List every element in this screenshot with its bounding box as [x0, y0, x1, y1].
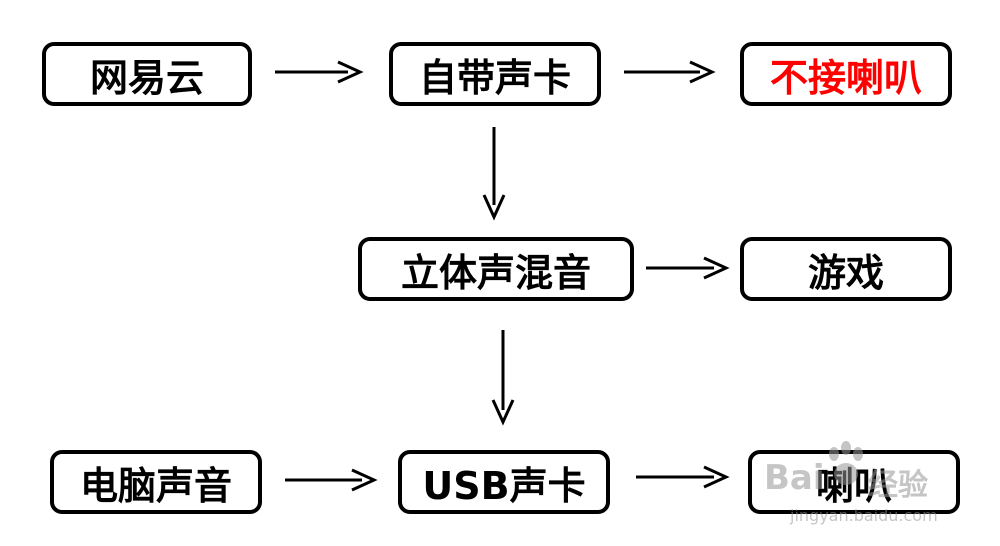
- node-usb-card-label: USB声卡: [422, 463, 586, 508]
- node-usb-card: USB声卡: [398, 450, 610, 514]
- node-game-label: 游戏: [807, 250, 884, 295]
- node-pc-sound: 电脑声音: [50, 450, 262, 514]
- arrowhead: [482, 194, 506, 221]
- arrowhead: [351, 468, 378, 492]
- paw-icon: [829, 441, 863, 485]
- arrowhead: [337, 60, 364, 84]
- node-builtin-card-label: 自带声卡: [418, 55, 571, 100]
- node-game: 游戏: [740, 237, 952, 301]
- arrowhead: [491, 399, 515, 426]
- node-netease: 网易云: [42, 42, 252, 106]
- watermark-logo-left: Bai: [764, 458, 825, 498]
- node-no-speaker: 不接喇叭: [740, 42, 952, 106]
- node-netease-label: 网易云: [89, 55, 204, 100]
- arrowhead: [703, 465, 730, 489]
- node-stereo-mix: 立体声混音: [358, 237, 634, 301]
- watermark-url: jingyan.baidu.com: [790, 506, 938, 525]
- arrowhead: [703, 256, 730, 280]
- node-builtin-card: 自带声卡: [389, 42, 601, 106]
- node-no-speaker-label: 不接喇叭: [769, 55, 922, 100]
- arrowhead: [689, 60, 716, 84]
- node-pc-sound-label: 电脑声音: [79, 463, 232, 508]
- node-stereo-mix-label: 立体声混音: [400, 250, 591, 295]
- watermark-logo-right: 经验: [868, 468, 928, 503]
